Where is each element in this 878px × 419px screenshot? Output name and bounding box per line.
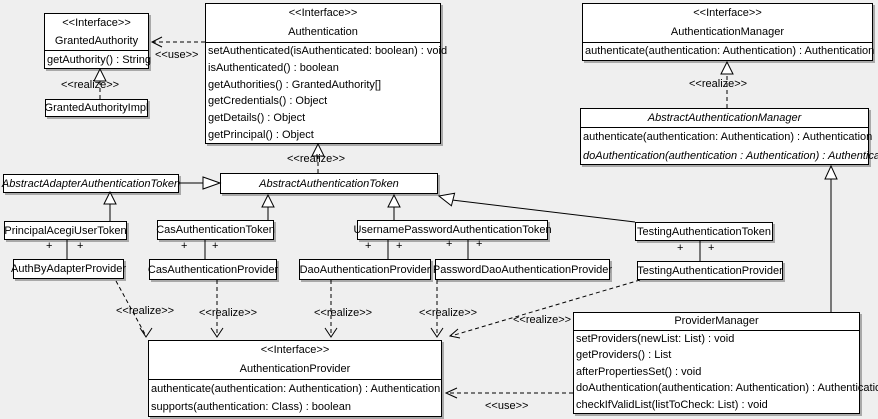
stereotype: <<Interface>> xyxy=(260,344,330,356)
class-name: TestingAuthenticationToken xyxy=(637,225,771,238)
class-name: PasswordDaoAuthenticationProvider xyxy=(432,263,613,276)
stereotype: <<Interface>> xyxy=(693,7,762,19)
class-name: AbstractAuthenticationManager xyxy=(647,112,802,124)
use-label-provider-manager: <<use>> xyxy=(485,400,529,412)
class-authentication-provider[interactable]: <<Interface>> AuthenticationProvider aut… xyxy=(148,340,442,417)
method: getProviders() : List xyxy=(576,349,672,362)
class-name: AbstractAuthenticationToken xyxy=(259,177,399,190)
method: isAuthenticated() : boolean xyxy=(208,61,339,74)
class-dao-authentication-provider[interactable]: DaoAuthenticationProvider xyxy=(299,259,431,280)
realize-label-authentication-manager: <<realize>> xyxy=(689,78,748,90)
method: authenticate(authentication: Authenticat… xyxy=(583,131,873,143)
assoc-plus: + xyxy=(476,238,483,250)
class-name: Authentication xyxy=(288,26,358,38)
realize-label-testing-provider: <<realize>> xyxy=(513,314,572,326)
method: getAuthorities() : GrantedAuthority[] xyxy=(208,78,382,91)
class-name: AuthenticationProvider xyxy=(239,363,351,375)
class-principal-acegi-user-token[interactable]: PrincipalAcegiUserToken xyxy=(4,221,127,240)
method: afterPropertiesSet() : void xyxy=(576,365,702,378)
assoc-plus: + xyxy=(46,240,53,252)
assoc-plus: + xyxy=(77,240,84,252)
assoc-plus: + xyxy=(181,240,188,252)
method: getPrincipal() : Object xyxy=(208,128,314,141)
assoc-plus: + xyxy=(396,240,403,252)
class-name: AuthByAdapterProvider xyxy=(11,263,126,275)
realize-label-auth-by-adapter: <<realize>> xyxy=(116,305,175,317)
class-abstract-authentication-token[interactable]: AbstractAuthenticationToken xyxy=(220,173,438,194)
method: doAuthentication(authentication : Authen… xyxy=(583,149,878,162)
class-granted-authority[interactable]: <<Interface>> GrantedAuthority getAuthor… xyxy=(44,13,151,69)
class-password-dao-authentication-provider[interactable]: PasswordDaoAuthenticationProvider xyxy=(432,259,613,280)
class-name: DaoAuthenticationProvider xyxy=(299,263,431,276)
stereotype: <<Interface>> xyxy=(62,17,131,29)
method: getCredentials() : Object xyxy=(208,95,328,108)
realize-label-granted-authority: <<realize>> xyxy=(61,79,120,91)
class-name: ProviderManager xyxy=(674,315,759,327)
realize-label-cas-provider: <<realize>> xyxy=(199,307,258,319)
class-cas-authentication-provider[interactable]: CasAuthenticationProvider xyxy=(147,259,279,280)
class-auth-by-adapter-provider[interactable]: AuthByAdapterProvider xyxy=(11,259,126,279)
method: getAuthority() : String xyxy=(47,54,151,66)
method: authenticate(authentication: Authenticat… xyxy=(585,45,875,57)
class-testing-authentication-token[interactable]: TestingAuthenticationToken xyxy=(635,222,773,241)
class-name: AuthenticationManager xyxy=(670,26,785,38)
class-name: TestingAuthenticationProvider xyxy=(637,264,783,277)
method: setProviders(newList: List) : void xyxy=(576,333,735,345)
method: setAuthenticated(isAuthenticated: boolea… xyxy=(208,45,448,57)
use-label-granted-authority: <<use>> xyxy=(155,49,199,61)
assoc-plus: + xyxy=(446,238,453,250)
class-name: UsernamePasswordAuthenticationToken xyxy=(353,224,552,236)
class-name: CasAuthenticationToken xyxy=(156,224,275,236)
class-testing-authentication-provider[interactable]: TestingAuthenticationProvider xyxy=(637,261,783,280)
assoc-plus: + xyxy=(365,240,372,252)
method: doAuthentication(authentication: Authent… xyxy=(576,382,878,395)
realize-label-password-dao-provider: <<realize>> xyxy=(419,307,478,319)
class-abstract-authentication-manager[interactable]: AbstractAuthenticationManager authentica… xyxy=(580,108,878,165)
class-name: GrantedAuthority xyxy=(54,35,139,47)
class-name: CasAuthenticationProvider xyxy=(147,263,279,276)
assoc-plus: + xyxy=(708,242,715,254)
class-authentication-manager[interactable]: <<Interface>> AuthenticationManager auth… xyxy=(582,3,875,61)
class-name: PrincipalAcegiUserToken xyxy=(4,224,127,237)
method: checkIfValidList(listToCheck: List) : vo… xyxy=(576,398,768,411)
class-abstract-adapter-authentication-token[interactable]: AbstractAdapterAuthenticationToken xyxy=(1,174,181,193)
method: getDetails() : Object xyxy=(208,112,306,125)
class-name: GrantedAuthorityImpl xyxy=(44,102,149,114)
stereotype: <<Interface>> xyxy=(288,7,358,19)
class-cas-authentication-token[interactable]: CasAuthenticationToken xyxy=(156,220,275,240)
class-provider-manager[interactable]: ProviderManager setProviders(newList: Li… xyxy=(573,312,878,414)
assoc-plus: + xyxy=(677,242,684,254)
method: supports(authentication: Class) : boolea… xyxy=(151,401,351,413)
class-username-password-authentication-token[interactable]: UsernamePasswordAuthenticationToken xyxy=(353,220,552,240)
class-name: AbstractAdapterAuthenticationToken xyxy=(1,177,181,190)
realize-label-authentication: <<realize>> xyxy=(287,153,346,165)
method: authenticate(authentication: Authenticat… xyxy=(151,383,441,395)
realize-label-dao-provider: <<realize>> xyxy=(314,307,373,319)
class-granted-authority-impl[interactable]: GrantedAuthorityImpl xyxy=(45,99,148,117)
class-authentication[interactable]: <<Interface>> Authentication setAuthenti… xyxy=(205,3,448,144)
assoc-plus: + xyxy=(212,240,219,252)
